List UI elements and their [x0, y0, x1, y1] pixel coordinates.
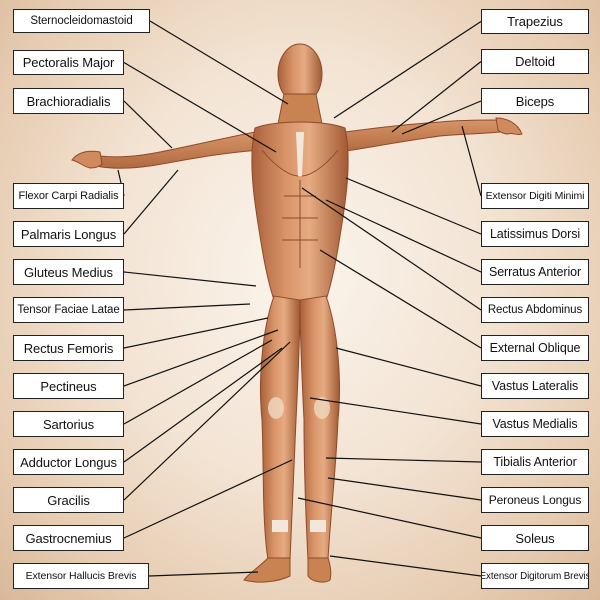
- leader-line-left-10: [123, 347, 283, 463]
- leader-line-right-5: [325, 199, 482, 273]
- leader-line-right-9: [309, 397, 482, 425]
- left-label-gracilis: Gracilis: [13, 487, 124, 513]
- leader-line-left-8: [123, 329, 279, 387]
- neck: [277, 93, 323, 125]
- leader-line-right-1: [391, 61, 482, 133]
- left-label-sternocleidomastoid: Sternocleidomastoid: [13, 9, 150, 33]
- abdominal-segments: [282, 180, 318, 268]
- leader-line-left-4: [123, 169, 179, 235]
- right-label-deltoid: Deltoid: [481, 49, 589, 74]
- right-label-tibialis-anterior: Tibialis Anterior: [481, 449, 589, 475]
- leader-line-right-12: [297, 497, 482, 539]
- right-label-vastus-lateralis: Vastus Lateralis: [481, 373, 589, 399]
- right-label-external-oblique: External Oblique: [481, 335, 589, 361]
- left-label-tensor-faciae-latae: Tensor Faciae Latae: [13, 297, 124, 323]
- right-label-biceps: Biceps: [481, 88, 589, 114]
- leader-line-left-6: [123, 303, 251, 311]
- left-label-extensor-hallucis-brevis: Extensor Hallucis Brevis: [13, 563, 149, 589]
- leader-line-right-0: [333, 20, 482, 119]
- leader-line-right-13: [329, 555, 482, 577]
- right-label-rectus-abdominus: Rectus Abdominus: [481, 297, 589, 323]
- left-label-adductor-longus: Adductor Longus: [13, 449, 124, 475]
- left-label-gastrocnemius: Gastrocnemius: [13, 525, 124, 551]
- left-label-brachioradialis: Brachioradialis: [13, 88, 124, 114]
- leader-line-right-11: [327, 477, 482, 501]
- leader-line-right-2: [401, 100, 482, 135]
- leader-line-left-7: [123, 317, 269, 349]
- right-foot: [307, 557, 332, 583]
- leader-line-left-1: [123, 61, 277, 153]
- left-label-rectus-femoris: Rectus Femoris: [13, 335, 124, 361]
- left-label-pectineus: Pectineus: [13, 373, 124, 399]
- right-label-extensor-digiti-minimi: Extensor Digiti Minimi: [481, 183, 589, 209]
- leader-line-right-10: [325, 457, 482, 463]
- leader-line-left-11: [123, 341, 291, 501]
- left-knee-tendon: [268, 397, 284, 419]
- right-hand: [495, 117, 523, 136]
- sternum-tendon: [296, 132, 304, 176]
- left-label-pectoralis-major: Pectoralis Major: [13, 50, 124, 75]
- right-arm: [339, 119, 501, 153]
- right-label-extensor-digitorum-brevis: Extensor Digitorum Brevis: [481, 563, 589, 589]
- leader-lines: [117, 20, 482, 577]
- left-label-sartorius: Sartorius: [13, 411, 124, 437]
- leader-line-left-12: [123, 459, 293, 539]
- leader-line-right-6: [301, 187, 482, 311]
- right-ankle-tendon: [310, 520, 326, 532]
- leader-line-left-0: [149, 20, 289, 105]
- leader-line-left-5: [123, 271, 257, 287]
- left-label-gluteus-medius: Gluteus Medius: [13, 259, 124, 285]
- left-arm: [95, 131, 263, 169]
- human-muscle-figure: [71, 43, 523, 583]
- left-hand: [71, 150, 103, 169]
- left-ankle-tendon: [272, 520, 288, 532]
- leader-line-left-9: [123, 339, 273, 425]
- left-label-palmaris-longus: Palmaris Longus: [13, 221, 124, 247]
- right-label-soleus: Soleus: [481, 525, 589, 551]
- right-label-serratus-anterior: Serratus Anterior: [481, 259, 589, 285]
- leader-line-left-2: [123, 100, 173, 149]
- leader-line-right-3: [461, 125, 482, 197]
- leader-line-right-4: [345, 177, 482, 235]
- right-label-peroneus-longus: Peroneus Longus: [481, 487, 589, 513]
- right-label-latissimus-dorsi: Latissimus Dorsi: [481, 221, 589, 247]
- leader-line-right-7: [319, 249, 482, 349]
- pectoral-line: [261, 149, 339, 177]
- right-label-trapezius: Trapezius: [481, 9, 589, 34]
- leader-line-left-13: [148, 571, 259, 577]
- left-foot: [243, 557, 291, 583]
- left-label-flexor-carpi-radialis: Flexor Carpi Radialis: [13, 183, 124, 209]
- right-label-vastus-medialis: Vastus Medialis: [481, 411, 589, 437]
- right-knee-tendon: [314, 397, 330, 419]
- leader-line-right-8: [335, 347, 482, 387]
